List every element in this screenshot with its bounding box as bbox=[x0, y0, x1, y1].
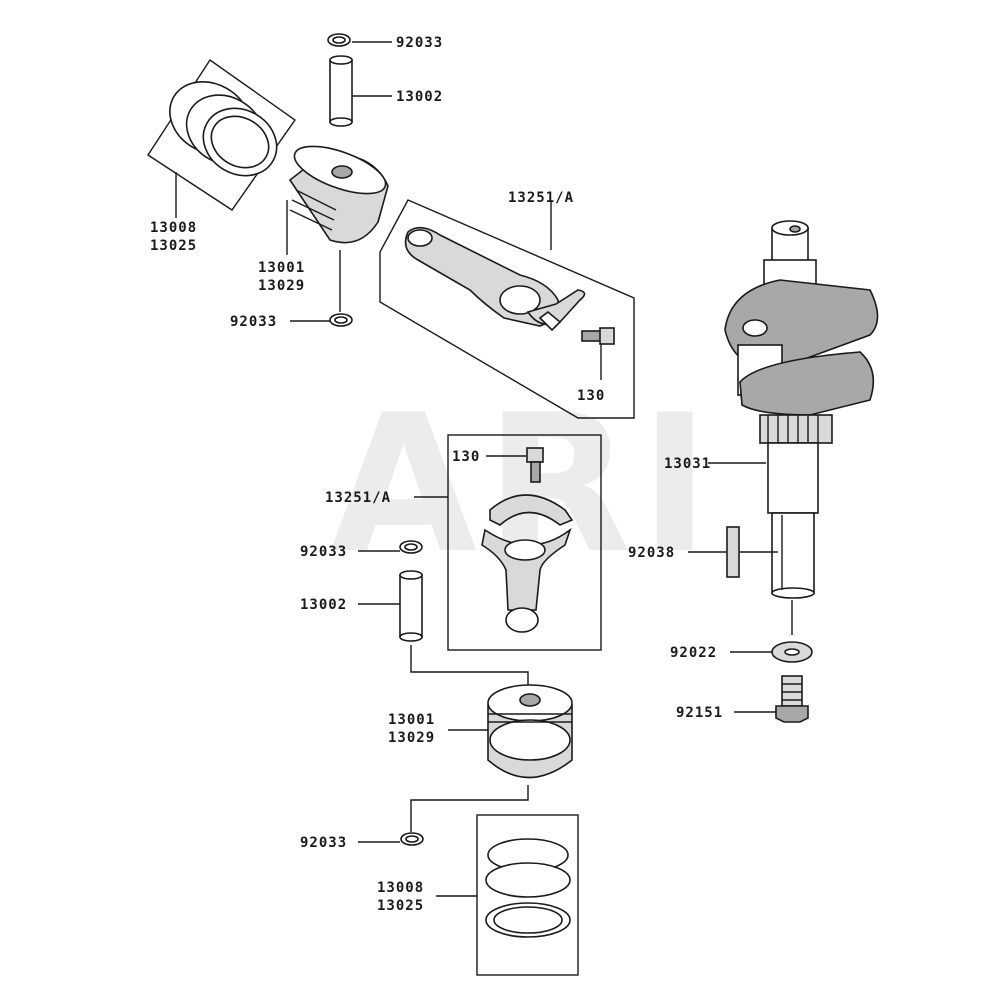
piston-rings-top[interactable] bbox=[147, 59, 296, 211]
conrod-box-mid bbox=[447, 434, 602, 651]
crankshaft-bolt[interactable] bbox=[775, 675, 809, 723]
rod-bolt-top[interactable] bbox=[581, 327, 615, 345]
label-top-piston-b: 13029 bbox=[258, 278, 305, 294]
piston-lower[interactable] bbox=[487, 684, 573, 779]
label-mid-pin: 13002 bbox=[300, 597, 347, 613]
label-low-clip: 92033 bbox=[300, 835, 347, 851]
rod-bolt-mid[interactable] bbox=[526, 447, 544, 483]
label-top-rings-a: 13008 bbox=[150, 220, 197, 236]
label-top-bolt: 130 bbox=[577, 388, 605, 404]
label-top-clip: 92033 bbox=[396, 35, 443, 51]
label-low-piston-a: 13001 bbox=[388, 712, 435, 728]
circlip-lower[interactable] bbox=[400, 832, 424, 846]
label-key: 92038 bbox=[628, 545, 675, 561]
washer[interactable] bbox=[771, 641, 813, 663]
crankshaft[interactable] bbox=[724, 220, 879, 599]
label-top-pin: 13002 bbox=[396, 89, 443, 105]
label-top-piston-a: 13001 bbox=[258, 260, 305, 276]
label-top-rod: 13251/A bbox=[508, 190, 574, 206]
label-low-piston-b: 13029 bbox=[388, 730, 435, 746]
circlip-mid[interactable] bbox=[399, 540, 423, 554]
circlip-top-lower[interactable] bbox=[329, 313, 353, 327]
label-crankshaft: 13031 bbox=[664, 456, 711, 472]
label-washer: 92022 bbox=[670, 645, 717, 661]
woodruff-key[interactable] bbox=[726, 526, 740, 578]
leader-pin-to-piston bbox=[410, 645, 529, 690]
label-mid-clip: 92033 bbox=[300, 544, 347, 560]
conrod-top[interactable] bbox=[404, 226, 586, 332]
leader-piston-to-clip bbox=[410, 785, 529, 832]
piston-top[interactable] bbox=[288, 137, 392, 244]
label-mid-rod: 13251/A bbox=[325, 490, 391, 506]
piston-rings-lower[interactable] bbox=[485, 838, 571, 938]
conrod-box-top bbox=[379, 199, 635, 419]
label-low-rings-a: 13008 bbox=[377, 880, 424, 896]
label-top-clip-lower: 92033 bbox=[230, 314, 277, 330]
rings-box-lower bbox=[476, 814, 579, 976]
piston-pin-mid[interactable] bbox=[399, 570, 423, 642]
label-top-rings-b: 13025 bbox=[150, 238, 197, 254]
label-bolt: 92151 bbox=[676, 705, 723, 721]
label-mid-bolt: 130 bbox=[452, 449, 480, 465]
conrod-mid[interactable] bbox=[481, 494, 574, 633]
label-low-rings-b: 13025 bbox=[377, 898, 424, 914]
circlip-top[interactable] bbox=[327, 33, 351, 47]
piston-pin-top[interactable] bbox=[329, 55, 353, 127]
